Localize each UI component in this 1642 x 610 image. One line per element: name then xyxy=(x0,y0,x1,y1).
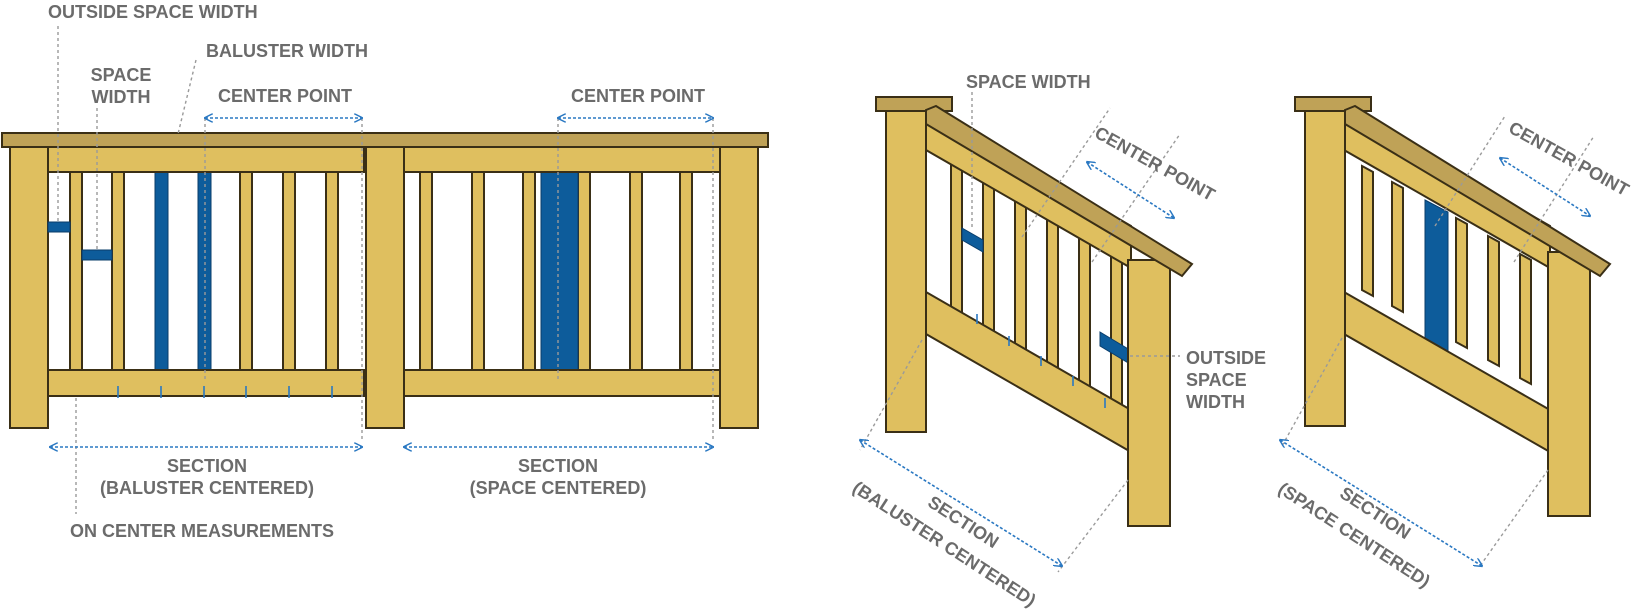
label-on-center-measurements: ON CENTER MEASUREMENTS xyxy=(70,521,334,541)
post-middle xyxy=(365,139,405,429)
post-left xyxy=(9,139,49,429)
stair-1-post-bottom xyxy=(1127,259,1171,527)
stair-1-post-top xyxy=(885,107,927,433)
post-right xyxy=(719,139,759,429)
label-space-width-2: WIDTH xyxy=(92,87,151,107)
space-highlight xyxy=(540,171,579,371)
stair-2-post-top xyxy=(1304,107,1346,427)
stair-railing-space-centered xyxy=(1280,96,1612,566)
stair-railing-baluster-centered xyxy=(860,92,1194,573)
flat-railing xyxy=(1,26,769,514)
label-stair2-center-point: CENTER POINT xyxy=(1505,118,1632,200)
baluster-highlight-1 xyxy=(154,171,169,371)
stair-1-space-indicator xyxy=(961,227,984,253)
label-center-point-2: CENTER POINT xyxy=(571,86,705,106)
space-width-indicator xyxy=(81,249,113,261)
bottom-rail-1 xyxy=(47,369,365,397)
top-rail-1 xyxy=(47,145,365,173)
stair-2-cap-rail xyxy=(1344,104,1612,278)
label-space-width-1: SPACE xyxy=(91,65,152,85)
top-rail-2 xyxy=(403,145,721,173)
label-stair1-space-width: SPACE WIDTH xyxy=(966,72,1091,92)
label-section-1-a: SECTION xyxy=(167,456,247,476)
outside-space-indicator xyxy=(47,221,71,233)
bottom-rail-2 xyxy=(403,369,721,397)
label-section-2-a: SECTION xyxy=(518,456,598,476)
label-stair1-center-point: CENTER POINT xyxy=(1091,123,1218,205)
section-2-balusters xyxy=(419,171,693,371)
label-section-1-b: (BALUSTER CENTERED) xyxy=(100,478,314,498)
stair-2-post-bottom xyxy=(1547,251,1591,517)
cap-rail xyxy=(1,132,769,148)
label-stair1-outside-3: WIDTH xyxy=(1186,392,1245,412)
label-outside-space-width: OUTSIDE SPACE WIDTH xyxy=(48,2,258,22)
label-stair1-outside-2: SPACE xyxy=(1186,370,1247,390)
label-stair1-outside-1: OUTSIDE xyxy=(1186,348,1266,368)
section-1-balusters xyxy=(69,171,339,371)
label-baluster-width: BALUSTER WIDTH xyxy=(206,41,368,61)
label-section-2-b: (SPACE CENTERED) xyxy=(470,478,647,498)
stair-2-balusters xyxy=(1361,164,1564,404)
stair-1-cap-rail xyxy=(925,104,1194,278)
label-center-point-1: CENTER POINT xyxy=(218,86,352,106)
